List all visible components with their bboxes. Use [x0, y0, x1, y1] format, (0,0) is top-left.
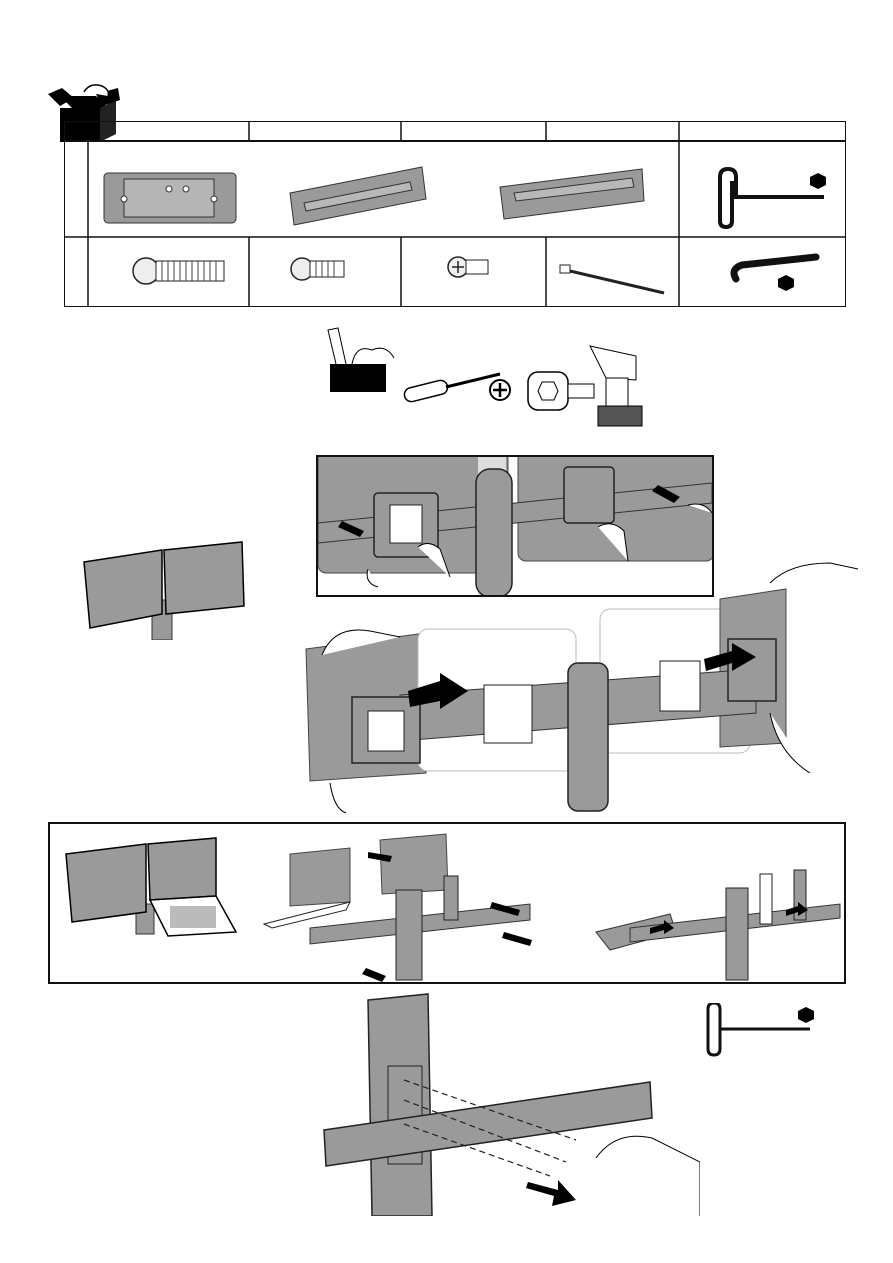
socket-icon: [528, 372, 594, 410]
hex-key-step3-icon: [706, 1003, 816, 1059]
cable-tie-icon: [560, 265, 664, 293]
step-3-panel: [320, 990, 700, 1216]
bolt-short-icon: [291, 258, 344, 280]
step-2-panel: [300, 553, 860, 815]
tools-required: [322, 324, 652, 430]
bolt-long-icon: [133, 258, 224, 284]
hex-key-small-icon: [734, 257, 816, 291]
phillips-icon: [490, 380, 510, 400]
alt-step-a-illustration: [264, 834, 532, 982]
phillips-screw-icon: [448, 257, 488, 277]
screwdriver-icon: [403, 374, 500, 403]
toolbox-icon: [328, 328, 394, 392]
arm-bar-2-icon: [500, 169, 644, 219]
parts-table: [64, 121, 846, 307]
monitor-laptop-illustration: [66, 838, 236, 936]
alt-step-b-illustration: [596, 870, 840, 980]
alternate-configuration-panel: [48, 822, 846, 984]
mount-plate-icon: [104, 173, 236, 223]
hex-key-large-icon: [720, 169, 826, 227]
arm-bar-1-icon: [290, 167, 426, 225]
drill-icon: [590, 346, 642, 426]
dual-monitor-illustration: [82, 540, 248, 640]
